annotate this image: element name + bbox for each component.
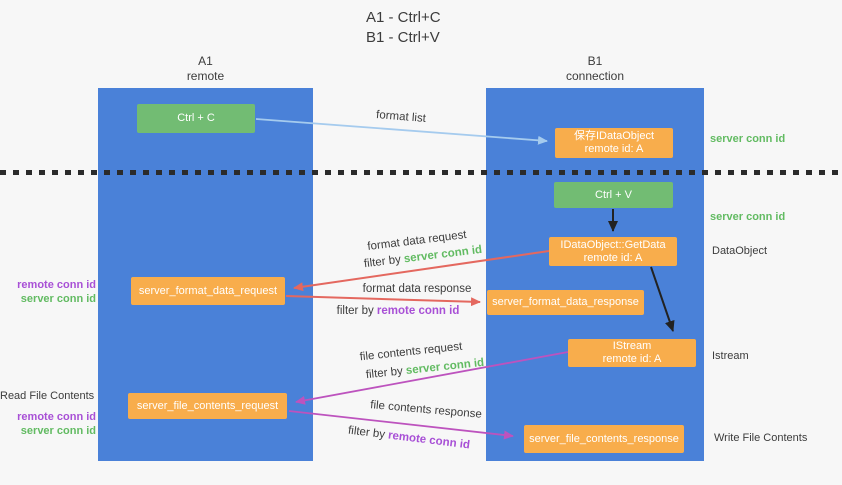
node-server-file-contents-request: server_file_contents_request	[128, 393, 287, 419]
node-ctrl-c-label: Ctrl + C	[177, 112, 215, 124]
label-format-list: format list	[375, 109, 427, 125]
label-server-conn-id-left-1: server conn id	[20, 293, 96, 305]
node-istream-line1: IStream	[612, 340, 652, 352]
label-server-conn-id-right-1: server conn id	[710, 133, 786, 145]
filter3-prefix: filter by	[365, 365, 407, 382]
node-istream-line2: remote id: A	[602, 353, 662, 365]
filter2-value: remote conn id	[376, 305, 460, 317]
node-file-request-label: server_file_contents_request	[136, 399, 279, 412]
lane-header-b1: B1 connection	[486, 54, 704, 84]
node-ctrl-v-label: Ctrl + V	[595, 188, 632, 201]
lane-b1-name: B1	[587, 54, 603, 68]
lane-a1-name: A1	[198, 54, 213, 68]
filter2-prefix: filter by	[336, 305, 377, 317]
node-save-idataobject: 保存IDataObject remote id: A	[555, 128, 673, 158]
diagram-title: A1 - Ctrl+C B1 - Ctrl+V	[366, 8, 441, 48]
filter3-value: server conn id	[405, 356, 485, 377]
lane-b1-subtitle: connection	[565, 69, 625, 83]
label-read-file-contents: Read File Contents	[0, 390, 95, 402]
node-file-response-label: server_file_contents_response	[529, 432, 679, 445]
node-istream: IStream remote id: A	[568, 339, 696, 367]
lane-a1-subtitle: remote	[186, 69, 225, 83]
node-server-format-data-response: server_format_data_response	[487, 290, 644, 315]
label-filter-by-remote-conn-id-1: filter by remote conn id	[337, 305, 460, 317]
title-line-2: B1 - Ctrl+V	[366, 29, 440, 46]
node-save-idataobject-line1: 保存IDataObject	[573, 130, 655, 142]
filter4-prefix: filter by	[347, 424, 389, 442]
node-getdata-line2: remote id: A	[583, 251, 643, 264]
title-line-1: A1 - Ctrl+C	[366, 9, 441, 26]
arrow-format-data-response	[285, 295, 481, 307]
label-remote-conn-id-left-1: remote conn id	[17, 279, 96, 291]
label-remote-conn-id-left-2: remote conn id	[17, 411, 96, 423]
node-ctrl-v: Ctrl + V	[554, 182, 673, 208]
label-server-conn-id-right-2: server conn id	[710, 211, 786, 223]
label-file-contents-response: file contents response	[369, 399, 483, 421]
node-ctrl-c: Ctrl + C	[137, 104, 255, 133]
label-dataobject: DataObject	[712, 245, 768, 257]
label-write-file-contents: Write File Contents	[714, 432, 808, 444]
node-server-file-contents-response: server_file_contents_response	[524, 425, 684, 453]
filter1-prefix: filter by	[363, 253, 405, 271]
label-filter-by-remote-conn-id-2: filter by remote conn id	[347, 425, 470, 452]
label-server-conn-id-left-2: server conn id	[20, 425, 96, 437]
node-idataobject-getdata: IDataObject::GetData remote id: A	[549, 237, 677, 266]
node-getdata-line1: IDataObject::GetData	[560, 238, 666, 251]
lane-header-a1: A1 remote	[98, 54, 313, 84]
node-server-format-data-request: server_format_data_request	[131, 277, 285, 305]
label-istream: Istream	[712, 350, 749, 362]
node-save-idataobject-line2: remote id: A	[584, 143, 644, 155]
machine-separator-dotted-line	[0, 170, 842, 175]
node-format-request-label: server_format_data_request	[138, 284, 278, 297]
label-format-data-response: format data response	[362, 283, 472, 295]
filter4-value: remote conn id	[387, 429, 471, 452]
node-format-response-label: server_format_data_response	[492, 296, 639, 308]
